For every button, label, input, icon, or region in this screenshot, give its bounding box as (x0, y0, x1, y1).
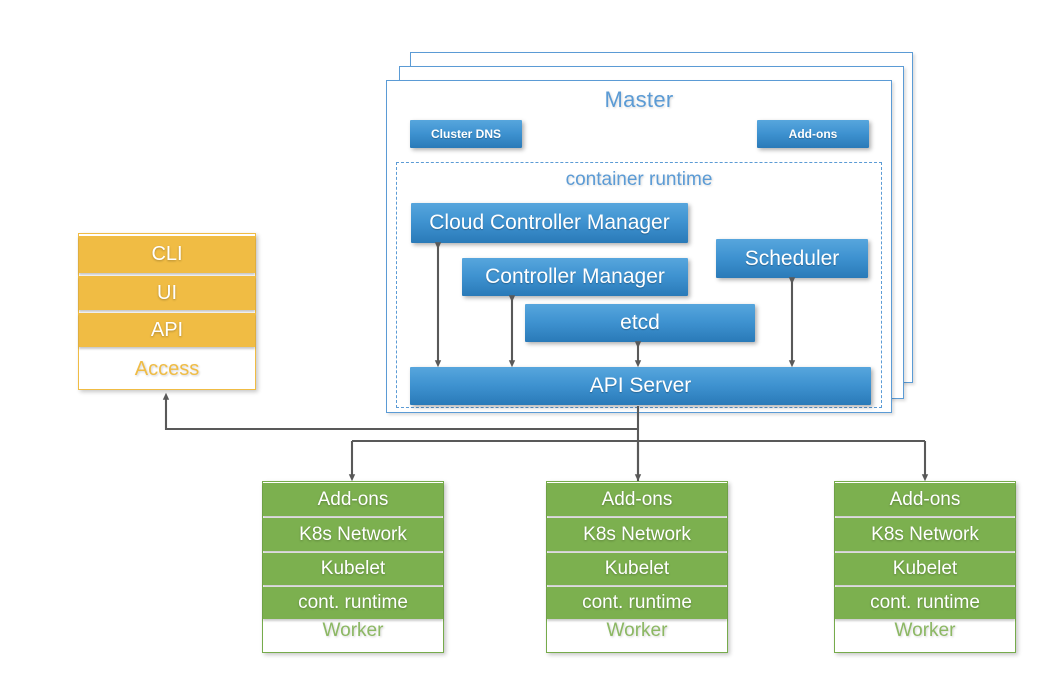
etcd-box[interactable]: etcd (525, 304, 755, 342)
worker-1-layer-kubelet[interactable]: Kubelet (263, 553, 443, 585)
worker-3-layer-cont-runtime[interactable]: cont. runtime (835, 587, 1015, 619)
worker-2-footer-label: Worker (606, 620, 668, 641)
worker-3-layer-k8s-network[interactable]: K8s Network (835, 518, 1015, 551)
worker-2-layer-cont-runtime[interactable]: cont. runtime (547, 587, 727, 619)
access-layer-cli[interactable]: CLI (79, 236, 255, 273)
worker-1-layer-cont-runtime[interactable]: cont. runtime (263, 587, 443, 619)
worker-3-layer-addons[interactable]: Add-ons (835, 483, 1015, 516)
api-server-box[interactable]: API Server (410, 367, 871, 405)
master-addons-box[interactable]: Add-ons (757, 120, 869, 148)
scheduler-box[interactable]: Scheduler (716, 239, 868, 278)
worker-1-footer-label: Worker (322, 620, 384, 641)
container-runtime-title: container runtime (565, 169, 713, 190)
master-title: Master (604, 87, 674, 112)
worker-1-layer-k8s-network[interactable]: K8s Network (263, 518, 443, 551)
worker-2-layer-k8s-network[interactable]: K8s Network (547, 518, 727, 551)
worker-2-layer-kubelet[interactable]: Kubelet (547, 553, 727, 585)
worker-3-footer-label: Worker (894, 620, 956, 641)
worker-3-layer-kubelet[interactable]: Kubelet (835, 553, 1015, 585)
cloud-controller-manager-box[interactable]: Cloud Controller Manager (411, 203, 688, 243)
cluster-dns-box[interactable]: Cluster DNS (410, 120, 522, 148)
worker-1-layer-addons[interactable]: Add-ons (263, 483, 443, 516)
access-footer-label: Access (134, 358, 200, 380)
controller-manager-box[interactable]: Controller Manager (462, 258, 688, 296)
worker-2-layer-addons[interactable]: Add-ons (547, 483, 727, 516)
access-layer-ui[interactable]: UI (79, 276, 255, 310)
access-layer-api[interactable]: API (79, 313, 255, 347)
